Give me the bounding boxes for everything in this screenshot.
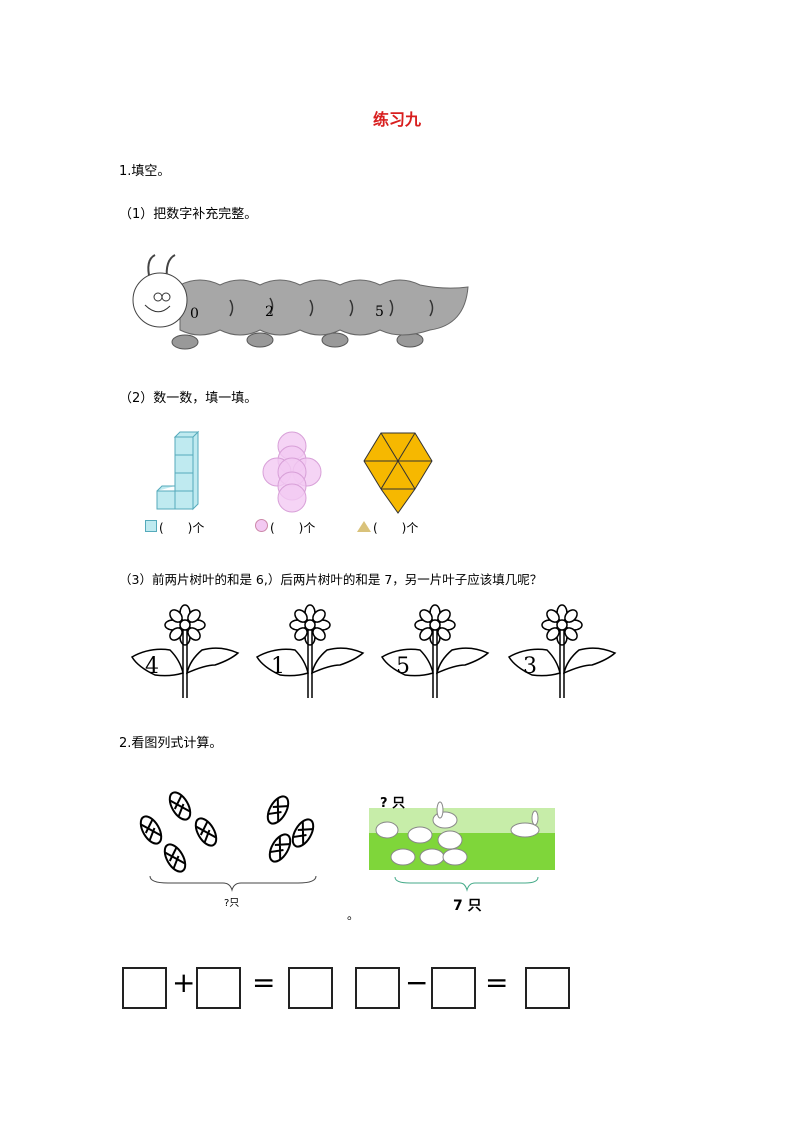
answer-box[interactable] — [431, 967, 476, 1009]
circles-figure — [262, 431, 322, 513]
brace — [149, 875, 317, 892]
page-title: 练习九 — [372, 110, 421, 129]
leaf-number: 5 — [396, 654, 410, 679]
butterflies-figure: ?只 — [139, 791, 317, 909]
answer-box[interactable] — [122, 967, 167, 1009]
equals-sign: = — [485, 966, 509, 999]
plus-sign: + — [172, 966, 196, 999]
triangle-icon — [357, 521, 371, 532]
minus-sign: − — [405, 966, 429, 999]
answer-box[interactable] — [196, 967, 241, 1009]
triangle-count-blank: ( )个 — [357, 519, 418, 536]
q1-part1-label: （1）把数字补充完整。 — [119, 207, 258, 222]
equals-sign: = — [252, 966, 276, 999]
rabbits-caption: 7 只 — [453, 898, 482, 914]
q1-heading: 1.填空。 — [119, 164, 171, 179]
leaf-number: 3 — [523, 654, 537, 679]
leaf-number: 1 — [271, 654, 285, 679]
caterpillar-number: 5 — [375, 304, 384, 320]
circle-count-blank: ( )个 — [255, 519, 315, 536]
answer-box[interactable] — [288, 967, 333, 1009]
caterpillar-number: 2 — [265, 304, 274, 320]
cube-count-blank: ( )个 — [145, 519, 204, 536]
q1-part2-label: （2）数一数，填一填。 — [119, 391, 258, 406]
q2-heading: 2.看图列式计算。 — [119, 736, 223, 751]
blank-text: ( )个 — [373, 521, 419, 535]
stray-dot: 。 — [347, 908, 360, 922]
cube-icon — [145, 520, 157, 532]
caterpillar-number: 0 — [190, 306, 199, 322]
flowers-figure: 4 1 5 3 — [131, 604, 616, 699]
answer-box[interactable] — [355, 967, 400, 1009]
brace — [394, 876, 539, 892]
butterflies-caption: ?只 — [224, 898, 239, 909]
caterpillar-illustration: 0 2 5 — [132, 254, 469, 350]
q1-part3-label: （3）前两片树叶的和是 6,）后两片树叶的和是 7，另一片叶子应该填几呢？ — [119, 572, 543, 587]
triangles-figure — [363, 432, 433, 514]
blank-text: ( )个 — [270, 521, 316, 535]
blank-text: ( )个 — [159, 521, 205, 535]
circle-icon — [255, 519, 268, 532]
rabbits-figure: ? 只 7 只 — [369, 796, 555, 914]
rabbits-top-label: ? 只 — [380, 796, 405, 811]
answer-box[interactable] — [525, 967, 570, 1009]
cubes-figure — [156, 430, 200, 511]
leaf-number: 4 — [145, 654, 159, 679]
